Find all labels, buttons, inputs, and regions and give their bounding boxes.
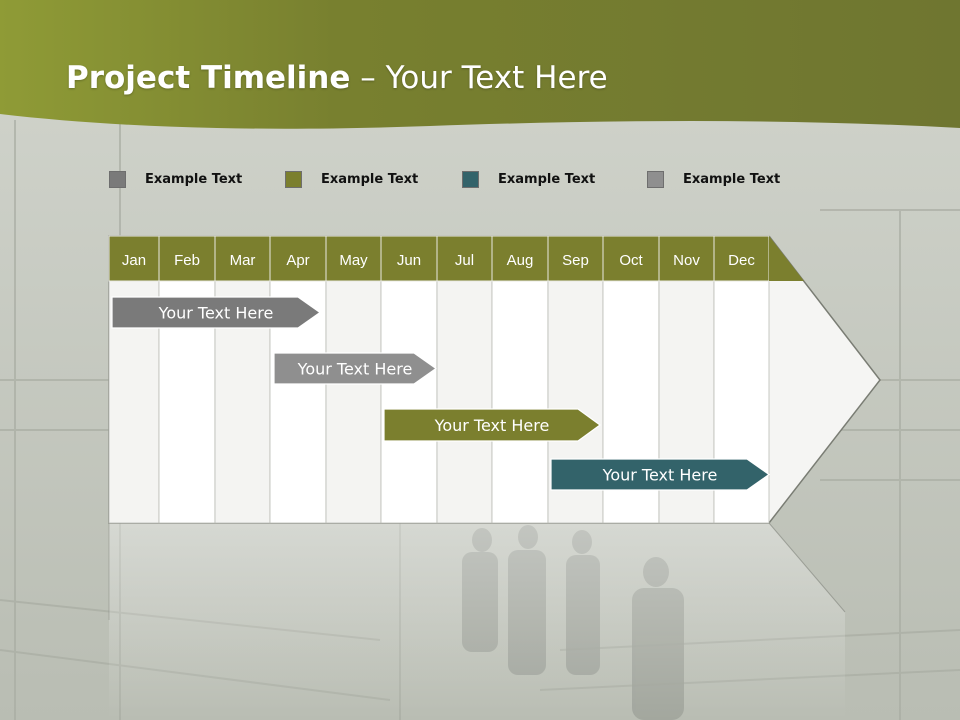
task-bar-3 [383,408,602,442]
legend-label-4: Example Text [683,172,781,187]
month-label-jul: Jul [455,252,474,269]
legend-swatch-3 [462,171,479,188]
month-label-jan: Jan [122,252,146,269]
month-column-aug [491,280,549,524]
legend-label-1: Example Text [145,172,243,187]
task-label-4: Your Text Here [602,466,718,485]
task-label-2: Your Text Here [297,360,413,379]
month-label-mar: Mar [230,252,256,269]
timeline-reflection [109,523,845,720]
month-cell-may [325,235,382,282]
legend-swatch-4 [647,171,664,188]
legend-label-2: Example Text [321,172,419,187]
month-cell-apr [269,235,327,282]
month-label-nov: Nov [673,252,700,269]
month-label-oct: Oct [619,252,643,269]
month-cell-jan [108,235,160,282]
month-cell-oct [602,235,660,282]
month-column-may [325,280,382,524]
month-column-jun [380,280,438,524]
task-label-3: Your Text Here [434,416,550,435]
month-label-sep: Sep [562,252,589,269]
legend-label-3: Example Text [498,172,596,187]
month-cell-dec [713,235,770,282]
title-rest: – Your Text Here [350,60,608,96]
task-bar-4 [550,458,771,491]
month-label-may: May [339,252,368,269]
month-bar-tip [769,236,804,281]
task-bar-2 [273,352,438,385]
page-title: Project Timeline – Your Text Here [66,60,608,96]
task-bar-1 [111,296,322,329]
month-header-bar: Jan Feb Mar Apr May Jun Jul Aug Sep Oct Nov Dec [108,235,804,282]
month-cell-jun [380,235,438,282]
title-band [0,0,960,129]
legend-swatch-1 [109,171,126,188]
month-column-jul [436,280,493,524]
month-label-apr: Apr [286,252,309,269]
month-label-aug: Aug [507,252,534,269]
legend-swatch-2 [285,171,302,188]
month-label-feb: Feb [174,252,200,269]
title-bold: Project Timeline [66,60,351,96]
month-cell-aug [491,235,549,282]
month-label-dec: Dec [728,252,755,269]
task-label-1: Your Text Here [158,304,274,323]
month-label-jun: Jun [397,252,421,269]
